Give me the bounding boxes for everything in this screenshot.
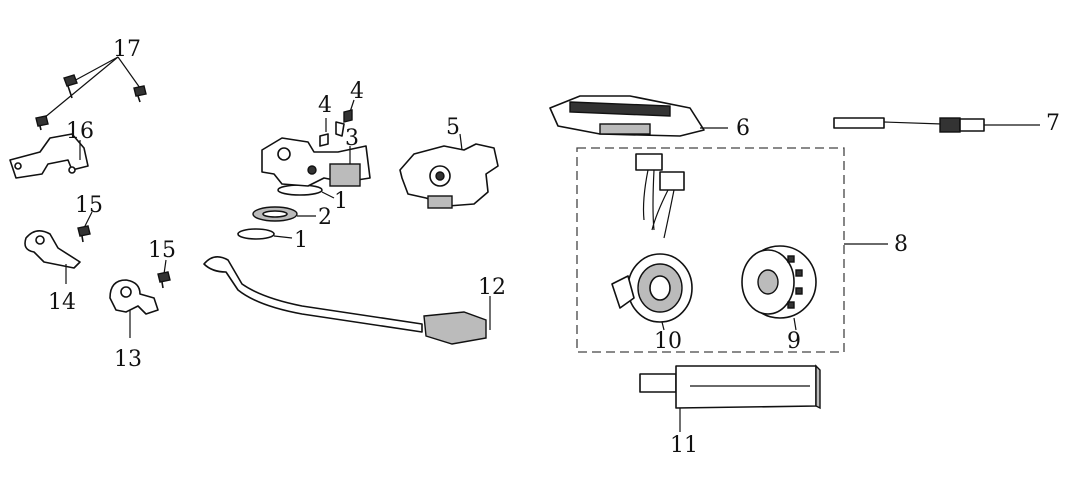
label-17: 17 <box>113 37 141 62</box>
part-17-bolts <box>35 56 147 131</box>
label-3: 3 <box>345 126 359 151</box>
label-14: 14 <box>48 290 76 315</box>
part-2-gasket <box>252 206 316 222</box>
part-11-regulator <box>639 364 821 432</box>
label-1-a: 1 <box>334 189 348 214</box>
label-1-b: 1 <box>294 228 308 253</box>
part-14-bracket <box>24 230 81 284</box>
part-1-ring-lower <box>237 228 293 240</box>
label-8: 8 <box>894 232 908 257</box>
part-12-cable <box>203 256 491 345</box>
part-13-clip <box>109 279 159 338</box>
label-11: 11 <box>670 433 698 458</box>
label-2: 2 <box>318 205 332 230</box>
part-4-screws <box>319 99 355 147</box>
label-15-a: 15 <box>75 193 103 218</box>
part-15-bolt-b <box>157 259 171 289</box>
part-9-flywheel <box>741 245 817 331</box>
part-10-stator <box>611 153 693 331</box>
label-6: 6 <box>736 116 750 141</box>
label-13: 13 <box>114 347 142 372</box>
label-15-b: 15 <box>148 238 176 263</box>
part-8-kit-box <box>576 147 888 353</box>
part-16-bracket <box>9 133 89 179</box>
label-4-a: 4 <box>318 93 332 118</box>
label-7: 7 <box>1046 111 1060 136</box>
label-5: 5 <box>446 115 460 140</box>
label-16: 16 <box>66 119 94 144</box>
part-5-throttle-assembly <box>399 133 499 209</box>
label-10: 10 <box>654 329 682 354</box>
part-15-bolt-a <box>77 211 93 243</box>
part-3-throttle-body <box>261 137 371 187</box>
part-1-ring-upper <box>277 184 335 199</box>
part-6-ecu-module <box>549 95 728 137</box>
label-12: 12 <box>478 275 506 300</box>
label-4-b: 4 <box>350 79 364 104</box>
label-9: 9 <box>787 329 801 354</box>
part-7-sensor <box>833 117 1040 133</box>
